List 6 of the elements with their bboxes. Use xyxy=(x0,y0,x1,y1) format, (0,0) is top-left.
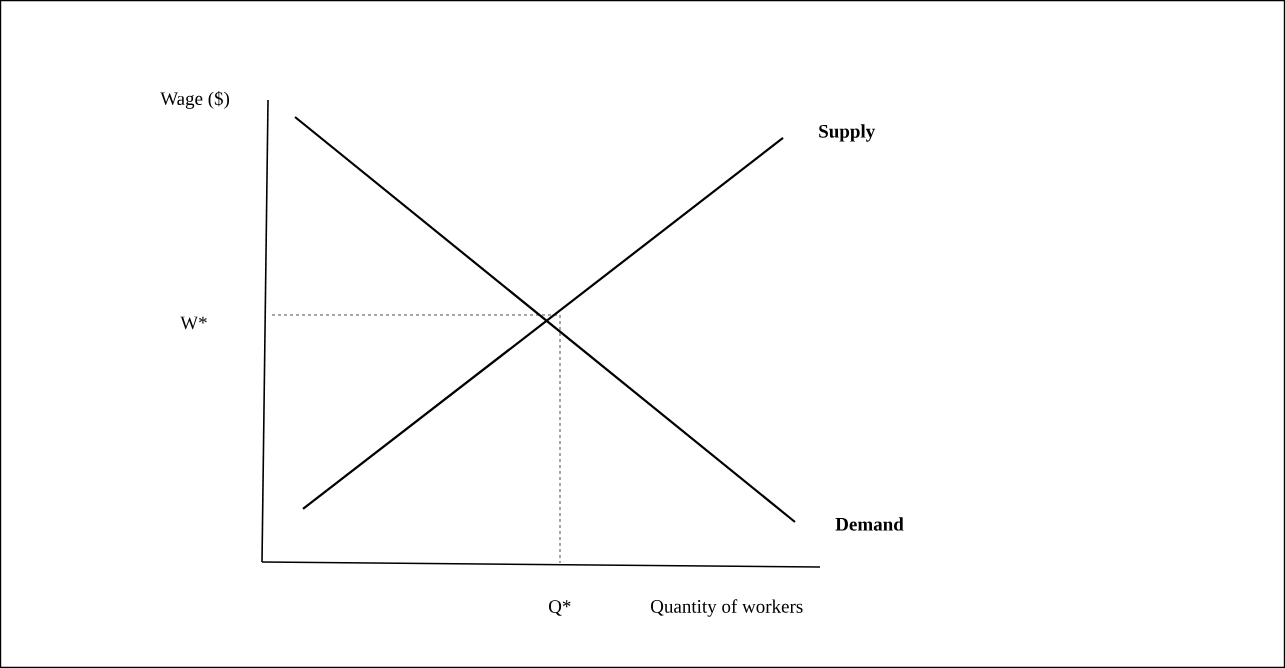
axis-value: W* xyxy=(180,316,207,330)
axis-label: Wage ($) xyxy=(160,91,230,109)
axis-label: Quantity of workers xyxy=(651,599,803,617)
curve-label: Demand xyxy=(835,517,904,531)
curve-label: Supply xyxy=(819,124,876,142)
axis-value: Q* xyxy=(549,600,571,616)
